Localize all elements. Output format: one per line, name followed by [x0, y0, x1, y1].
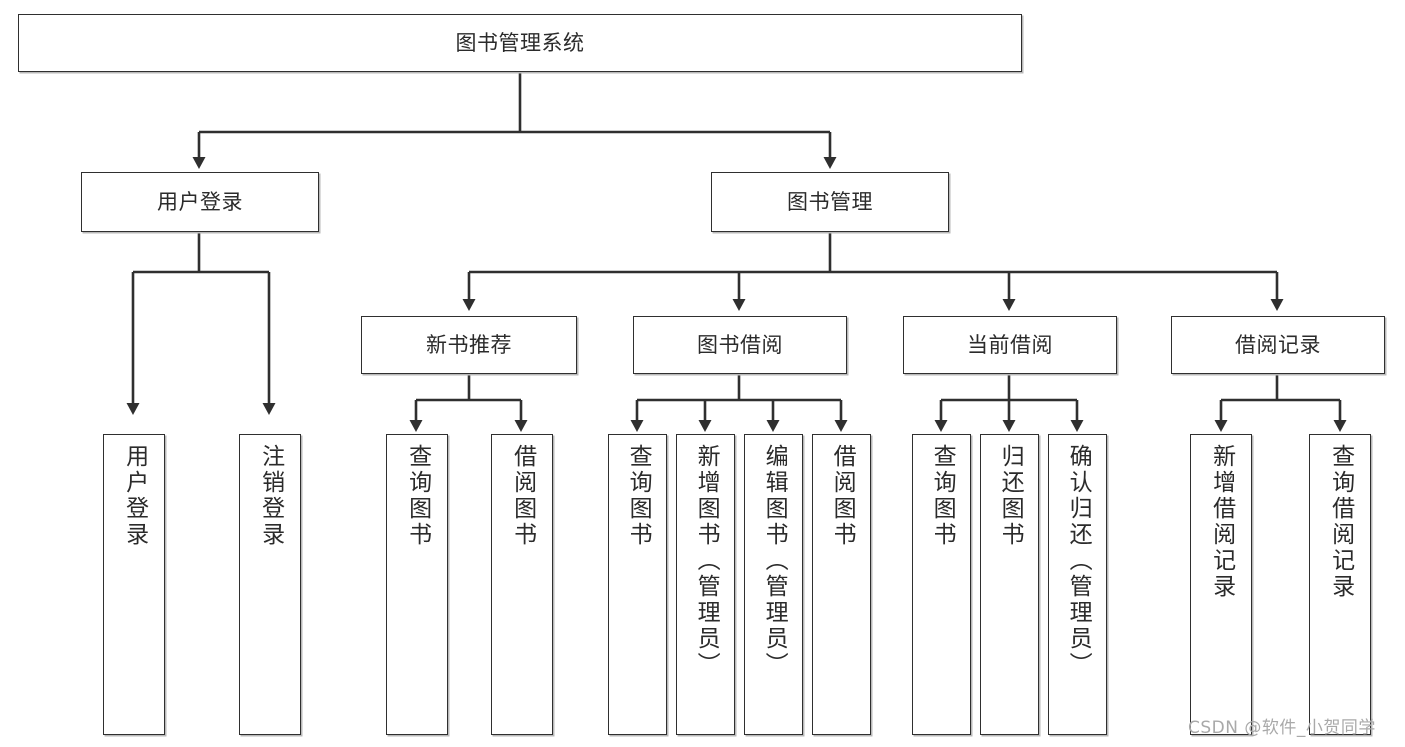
node-book-borrow[interactable]: 图书借阅 [633, 316, 847, 374]
leaf-add-book[interactable]: 新增图书（管理员） [676, 434, 735, 735]
leaf-borrow-book-2[interactable]: 借阅图书 [812, 434, 871, 735]
leaf-query-book-3[interactable]: 查询图书 [912, 434, 971, 735]
leaf-edit-book-label: 编辑图书（管理员） [761, 444, 788, 678]
leaf-logout[interactable]: 注销登录 [239, 434, 301, 735]
node-new-book-rec-label: 新书推荐 [426, 332, 512, 357]
leaf-confirm-return-label: 确认归还（管理员） [1065, 444, 1092, 678]
node-book-manage-label: 图书管理 [787, 189, 873, 214]
node-current-borrow-label: 当前借阅 [967, 332, 1053, 357]
leaf-return-book[interactable]: 归还图书 [980, 434, 1039, 735]
leaf-user-login[interactable]: 用户登录 [103, 434, 165, 735]
node-book-borrow-label: 图书借阅 [697, 332, 783, 357]
node-current-borrow[interactable]: 当前借阅 [903, 316, 1117, 374]
leaf-query-book-2[interactable]: 查询图书 [608, 434, 667, 735]
node-borrow-record[interactable]: 借阅记录 [1171, 316, 1385, 374]
leaf-borrow-book-1-label: 借阅图书 [509, 444, 536, 548]
node-user-login-label: 用户登录 [157, 189, 243, 214]
leaf-add-book-label: 新增图书（管理员） [693, 444, 720, 678]
leaf-query-book-2-label: 查询图书 [625, 444, 652, 548]
leaf-logout-label: 注销登录 [257, 444, 284, 548]
node-new-book-rec[interactable]: 新书推荐 [361, 316, 577, 374]
leaf-query-book-1[interactable]: 查询图书 [386, 434, 448, 735]
leaf-query-book-1-label: 查询图书 [404, 444, 431, 548]
node-root[interactable]: 图书管理系统 [18, 14, 1022, 72]
leaf-borrow-book-1[interactable]: 借阅图书 [491, 434, 553, 735]
node-book-manage[interactable]: 图书管理 [711, 172, 949, 232]
leaf-edit-book[interactable]: 编辑图书（管理员） [744, 434, 803, 735]
leaf-borrow-book-2-label: 借阅图书 [829, 444, 856, 548]
node-borrow-record-label: 借阅记录 [1235, 332, 1321, 357]
watermark: CSDN @软件_小贺同学 [1188, 718, 1376, 738]
leaf-user-login-label: 用户登录 [121, 444, 148, 548]
leaf-add-record[interactable]: 新增借阅记录 [1190, 434, 1252, 735]
leaf-query-record[interactable]: 查询借阅记录 [1309, 434, 1371, 735]
node-user-login[interactable]: 用户登录 [81, 172, 319, 232]
node-root-label: 图书管理系统 [455, 30, 585, 55]
leaf-return-book-label: 归还图书 [997, 444, 1024, 548]
leaf-query-record-label: 查询借阅记录 [1327, 444, 1354, 600]
leaf-query-book-3-label: 查询图书 [929, 444, 956, 548]
leaf-add-record-label: 新增借阅记录 [1208, 444, 1235, 600]
leaf-confirm-return[interactable]: 确认归还（管理员） [1048, 434, 1107, 735]
